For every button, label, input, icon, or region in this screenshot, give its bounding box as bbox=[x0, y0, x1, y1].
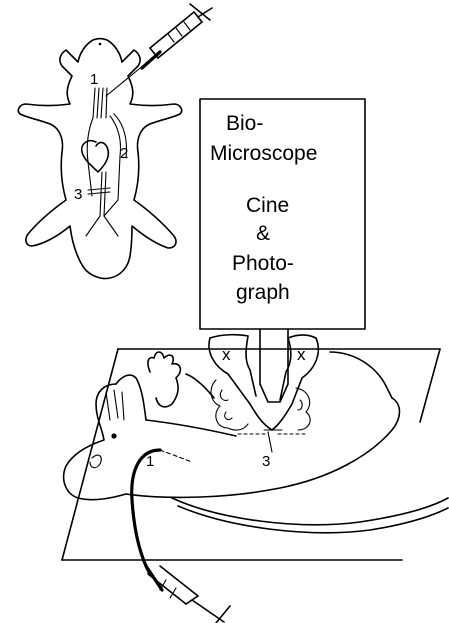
vessel-label-3: 3 bbox=[74, 186, 82, 203]
microscope-label-line1: Bio- bbox=[226, 112, 263, 135]
microscope-label-line4: & bbox=[256, 222, 270, 245]
clamp-label-right: x bbox=[297, 345, 306, 364]
syringe-top bbox=[106, 4, 212, 96]
microscope-label-line6: graph bbox=[236, 281, 290, 304]
vessel-label-2: 2 bbox=[120, 145, 128, 162]
rat-on-stage bbox=[64, 352, 448, 533]
microscope-label-line5: Photo- bbox=[232, 252, 294, 275]
vessel-label-1: 1 bbox=[90, 71, 98, 88]
catheter-label-1: 1 bbox=[146, 453, 154, 470]
microscope-label-line3: Cine bbox=[246, 194, 289, 217]
vessel-label-bottom-3: 3 bbox=[262, 453, 270, 470]
rat-anatomy-sketch: 1 2 3 bbox=[18, 39, 181, 279]
clamp-label-left: x bbox=[222, 345, 231, 364]
catheter-and-syringe-bottom: 1 3 bbox=[132, 450, 271, 623]
microscope-label-line2: Microscope bbox=[210, 142, 317, 165]
